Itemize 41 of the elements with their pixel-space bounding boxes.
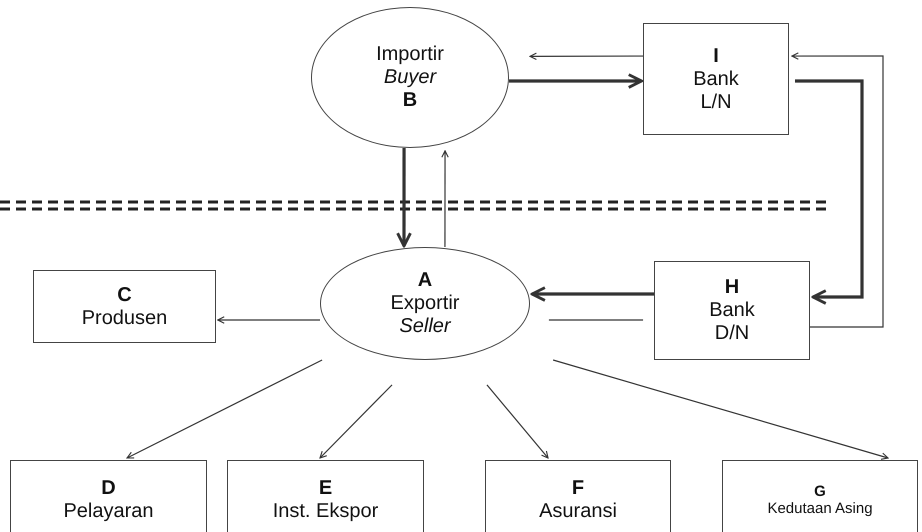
node-label: L/N: [700, 90, 732, 114]
arrow: [530, 286, 654, 302]
node-label: E: [318, 477, 332, 500]
node-label: I: [713, 44, 719, 68]
node-label: Exportir: [390, 292, 460, 315]
node-label: Kedutaan Asing: [767, 500, 873, 518]
node-label: Inst. Ekspor: [272, 500, 378, 523]
arrow: [791, 52, 884, 328]
node-label: G: [814, 482, 826, 500]
party-box: [722, 460, 918, 532]
node-label: C: [117, 284, 132, 306]
arrow: [529, 52, 643, 60]
party-box: [485, 460, 671, 532]
node-label: F: [572, 477, 584, 500]
node-label: Bank: [693, 68, 739, 90]
arrow: [441, 150, 449, 247]
node-label: D/N: [714, 322, 750, 345]
arrow: [396, 148, 412, 248]
party-box: [10, 460, 207, 532]
arrow: [509, 73, 643, 89]
node-label: Pelayaran: [63, 500, 154, 523]
party-box: [654, 261, 810, 360]
arrow: [217, 316, 320, 324]
arrow: [486, 384, 549, 459]
arrow: [126, 359, 322, 459]
party-box: [643, 23, 789, 135]
node-label: Seller: [399, 315, 451, 338]
party-box: [227, 460, 424, 532]
node-label: Produsen: [82, 306, 168, 330]
arrow: [794, 79, 864, 305]
node-label: H: [724, 276, 740, 299]
node-label: Importir: [376, 43, 444, 66]
node-label: Bank: [709, 299, 755, 322]
arrow: [552, 359, 889, 460]
arrow: [319, 384, 392, 459]
node-label: A: [418, 269, 432, 292]
node-label: Asuransi: [539, 500, 617, 523]
node-label: Buyer: [384, 66, 436, 89]
node-label: B: [402, 89, 418, 112]
node-label: D: [101, 477, 116, 500]
party-box: [33, 270, 216, 343]
